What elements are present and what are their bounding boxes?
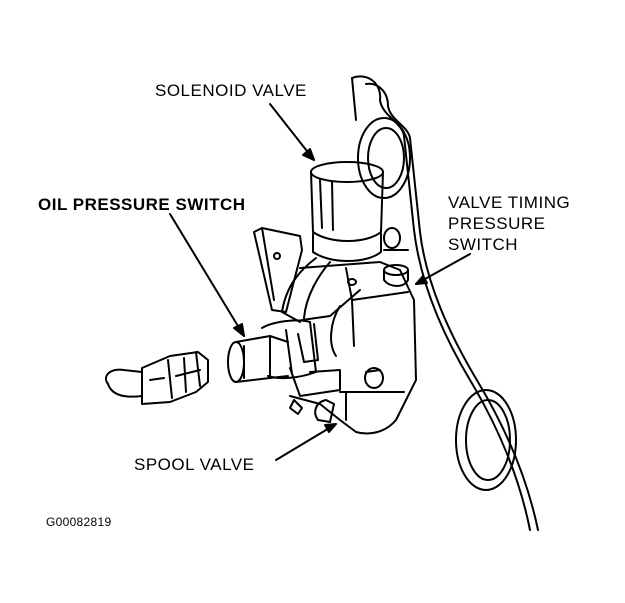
oil-pressure-switch-label: OIL PRESSURE SWITCH bbox=[38, 195, 246, 214]
spool-valve-label: SPOOL VALVE bbox=[134, 455, 255, 474]
leader-spool-valve bbox=[275, 423, 337, 461]
valve-housing bbox=[289, 261, 417, 435]
oil-pressure-switch-part bbox=[227, 319, 341, 397]
solenoid-valve-body bbox=[310, 161, 384, 262]
valve-timing-pressure-switch-part bbox=[383, 249, 409, 287]
valve-timing-pressure-switch-label-line-2: PRESSURE bbox=[448, 214, 546, 233]
leader-valve-timing-pressure-switch bbox=[415, 253, 471, 285]
solenoid-valve-label: SOLENOID VALVE bbox=[155, 81, 307, 100]
figure-code: G00082819 bbox=[46, 515, 112, 529]
leader-solenoid-valve bbox=[269, 103, 315, 161]
valve-timing-pressure-switch-label-line-3: SWITCH bbox=[448, 235, 519, 254]
spool-valve-part bbox=[289, 367, 384, 423]
solenoid-wiring bbox=[281, 257, 361, 323]
connector-plug bbox=[105, 351, 209, 405]
valve-timing-pressure-switch-label-line-1: VALVE TIMING bbox=[448, 193, 571, 212]
engine-cover-outline bbox=[351, 75, 539, 531]
leader-oil-pressure-switch bbox=[169, 213, 245, 337]
mounting-bracket bbox=[253, 227, 303, 313]
